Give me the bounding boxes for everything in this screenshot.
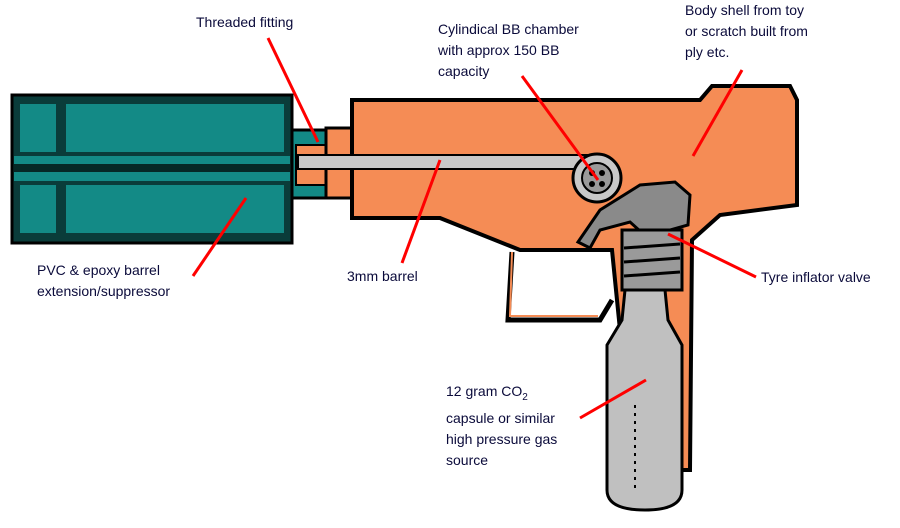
label-line: high pressure gas xyxy=(446,430,558,447)
trigger-guard xyxy=(505,251,615,323)
label-suppressor: PVC & epoxy barrel extension/suppressor xyxy=(37,260,170,302)
label-line: capsule or similar xyxy=(446,409,555,426)
body-shell xyxy=(350,84,799,472)
label-valve: Tyre inflator valve xyxy=(761,269,871,285)
label-line: source xyxy=(446,451,489,468)
leader-co2 xyxy=(579,378,647,420)
label-line: PVC & epoxy barrel xyxy=(37,262,160,278)
leader-lines xyxy=(191,37,757,420)
leader-valve xyxy=(667,232,757,279)
leader-suppressor xyxy=(191,197,248,277)
label-threaded-fitting: Threaded fitting xyxy=(196,14,294,30)
label-line: 12 gram CO2 xyxy=(446,381,557,408)
barrel xyxy=(297,154,591,170)
label-body-shell: Body shell from toy or scratch built fro… xyxy=(685,0,808,63)
inflator-valve xyxy=(620,228,684,292)
label-barrel: 3mm barrel xyxy=(347,268,418,284)
label-line: Body shell from toy xyxy=(685,2,805,18)
label-line: ply etc. xyxy=(685,44,730,60)
label-line: with approx 150 BB xyxy=(438,42,560,58)
co2-capsule xyxy=(605,288,684,512)
leader-bb-chamber xyxy=(520,75,600,181)
label-co2: 12 gram CO2 capsule or similar high pres… xyxy=(446,381,557,471)
label-line: extension/suppressor xyxy=(37,283,171,299)
label-bb-chamber: Cylindical BB chamber with approx 150 BB… xyxy=(438,19,579,82)
suppressor xyxy=(10,93,294,245)
leader-body-shell xyxy=(691,69,744,157)
leader-threaded-fitting xyxy=(266,37,320,143)
leader-barrel xyxy=(400,159,442,264)
label-line: or scratch built from xyxy=(685,23,808,39)
label-line: capacity xyxy=(438,63,490,79)
label-line: Cylindical BB chamber xyxy=(438,21,579,37)
co2-text: 12 gram CO xyxy=(446,383,523,399)
co2-subscript: 2 xyxy=(522,391,528,403)
